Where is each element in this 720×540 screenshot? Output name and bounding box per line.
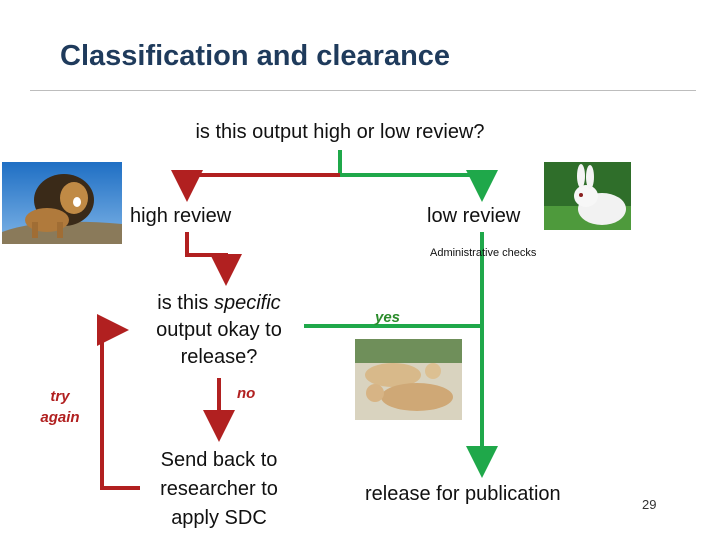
try-again-label: try again [36,386,84,428]
rabbit-photo [544,162,631,230]
page-number: 29 [642,497,656,512]
specific-output-question: is this specific output okay to release? [138,290,300,371]
connector-high-to-question [187,232,226,270]
yes-label: yes [375,309,400,326]
release-for-publication-label: release for publication [365,483,561,506]
low-review-label: low review [427,205,520,228]
lion-photo [2,162,122,244]
connector-to-low-review [340,175,482,186]
send-back-text: Send back to researcher to apply SDC [138,446,300,533]
administrative-checks-label: Administrative checks [430,246,530,260]
review-question: is this output high or low review? [0,121,680,144]
no-label: no [237,385,255,402]
connector-to-high-review [187,175,340,186]
high-review-label: high review [130,205,231,228]
connector-try-again-loop [102,330,140,488]
sleeping-lion-cubs-photo [355,339,462,420]
